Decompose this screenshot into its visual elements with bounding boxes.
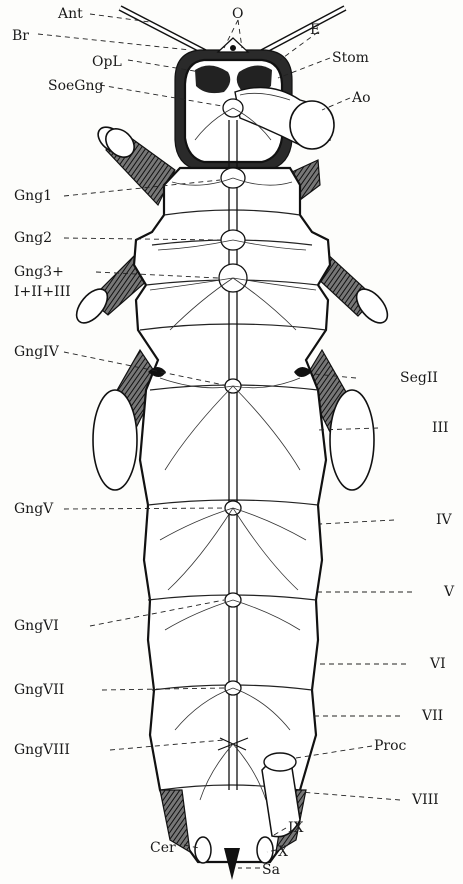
label-gng-vii: GngVII (14, 682, 64, 698)
label-soegng: SoeGng (48, 78, 104, 94)
label-sa: Sa (262, 862, 280, 878)
label-e: E (310, 22, 320, 38)
label-cer: Cer (150, 840, 176, 856)
label-x: X (278, 844, 288, 860)
label-gng3: Gng3+ (14, 264, 64, 280)
label-br: Br (12, 28, 29, 44)
label-proc: Proc (374, 738, 407, 754)
label-iv: IV (436, 512, 453, 528)
label-ant: Ant (57, 6, 83, 22)
label-ix: IX (288, 820, 304, 836)
label-viii: VIII (411, 792, 439, 808)
label-opl: OpL (92, 54, 122, 70)
label-stom: Stom (332, 50, 369, 66)
label-iii: III (432, 420, 449, 436)
label-gng-iv: GngIV (14, 344, 60, 360)
label-gng-viii: GngVIII (14, 742, 70, 758)
label-gng-vi: GngVI (14, 618, 59, 634)
label-vi: VI (429, 656, 446, 672)
label-vii: VII (421, 708, 443, 724)
label-ao: Ao (351, 90, 371, 106)
label-o: O (232, 6, 243, 22)
label-v: V (443, 584, 455, 600)
label-gng-v: GngV (14, 501, 54, 517)
label-seg-ii: SegII (400, 370, 438, 386)
label-gng2: Gng2 (14, 230, 52, 246)
label-gng1: Gng1 (14, 188, 52, 204)
label-gng3-segments: I+II+III (14, 284, 71, 300)
